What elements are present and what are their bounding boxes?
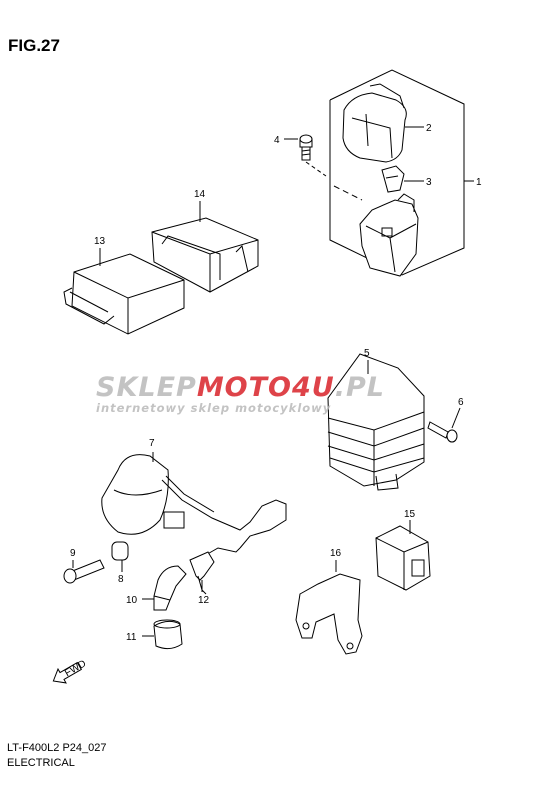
part-bolt-4: [299, 134, 313, 161]
fwd-arrow-icon: FWD: [52, 658, 88, 684]
callout-7: 7: [149, 438, 155, 449]
callout-14: 14: [194, 189, 206, 200]
part-regulator-5: [327, 353, 425, 491]
callout-15: 15: [404, 509, 416, 520]
callout-1: 1: [476, 177, 482, 188]
callout-10: 10: [126, 595, 138, 606]
callout-9: 9: [70, 548, 76, 559]
part-plug-cap-10: [153, 565, 187, 611]
callout-5: 5: [364, 348, 370, 359]
part-starter-relay: [359, 193, 419, 277]
part-cap-12: [189, 551, 215, 595]
leader-line: [451, 407, 461, 429]
leader-line: [333, 185, 363, 201]
part-connector-15: [375, 525, 431, 591]
section-name: ELECTRICAL: [7, 757, 75, 769]
callout-2: 2: [426, 123, 432, 134]
callout-8: 8: [118, 574, 124, 585]
part-spacer-8: [111, 541, 129, 561]
callout-12: 12: [198, 595, 210, 606]
part-fuse: [381, 165, 405, 193]
callout-16: 16: [330, 548, 342, 559]
callout-3: 3: [426, 177, 432, 188]
part-bracket-14: [151, 217, 259, 293]
part-ignition-coil-7: [101, 454, 287, 557]
watermark-brand: SKLEPMOTO4U.PL: [96, 372, 385, 403]
leader-line: [305, 161, 327, 177]
model-code: LT-F400L2 P24_027: [7, 742, 107, 754]
part-relay-cover: [342, 83, 407, 163]
part-bolt-9: [63, 559, 105, 584]
part-bolt-6: [427, 421, 458, 443]
watermark-tagline: internetowy sklep motocyklowy: [96, 401, 331, 415]
part-boot-11: [153, 619, 183, 650]
callout-6: 6: [458, 397, 464, 408]
callout-11: 11: [126, 632, 137, 643]
part-ecm-13: [63, 253, 185, 335]
part-bracket-16: [295, 573, 363, 655]
callout-4: 4: [274, 135, 280, 146]
figure-title: FIG.27: [8, 36, 60, 55]
fwd-label: FWD: [63, 658, 88, 679]
watermark: SKLEPMOTO4U.PL internetowy sklep motocyk…: [96, 372, 385, 415]
callout-13: 13: [94, 236, 106, 247]
group-box-part-1: [329, 69, 465, 276]
